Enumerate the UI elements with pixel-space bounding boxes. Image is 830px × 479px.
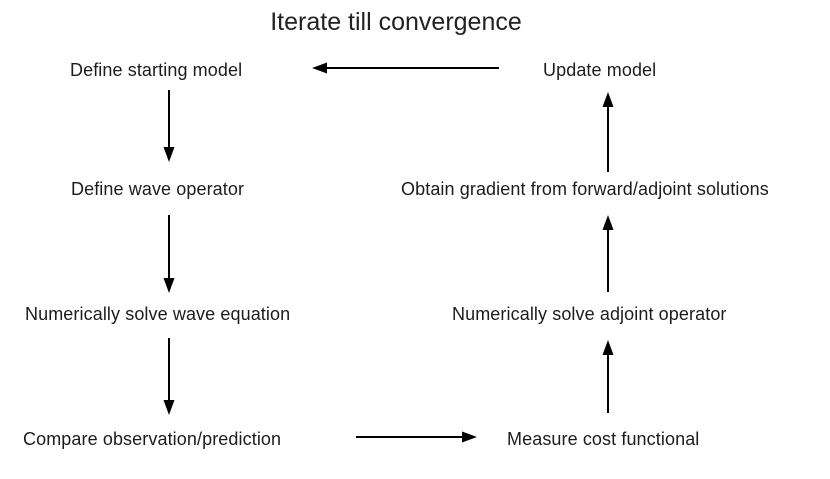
arrow-compare-observation-prediction-to-measure-cost-functional-icon <box>356 431 477 443</box>
arrow-define-starting-model-to-define-wave-operator-icon <box>163 90 175 162</box>
arrow-define-wave-operator-to-solve-wave-equation-icon <box>163 215 175 293</box>
diagram-title: Iterate till convergence <box>270 8 522 36</box>
arrow-solve-adjoint-operator-to-obtain-gradient-icon <box>602 215 614 292</box>
arrow-measure-cost-functional-to-solve-adjoint-operator-icon <box>602 340 614 413</box>
node-compare-observation-prediction: Compare observation/prediction <box>23 429 282 449</box>
arrow-solve-wave-equation-to-compare-observation-prediction-icon <box>163 338 175 415</box>
node-measure-cost-functional: Measure cost functional <box>507 429 700 449</box>
arrow-update-model-to-define-starting-model-icon <box>312 62 499 74</box>
node-update-model: Update model <box>543 60 657 80</box>
node-numerically-solve-wave-equation: Numerically solve wave equation <box>25 304 291 324</box>
node-define-wave-operator: Define wave operator <box>71 179 245 199</box>
node-define-starting-model: Define starting model <box>70 60 243 80</box>
arrow-obtain-gradient-to-update-model-icon <box>602 92 614 172</box>
node-obtain-gradient: Obtain gradient from forward/adjoint sol… <box>401 179 769 199</box>
node-numerically-solve-adjoint-operator: Numerically solve adjoint operator <box>452 304 727 324</box>
